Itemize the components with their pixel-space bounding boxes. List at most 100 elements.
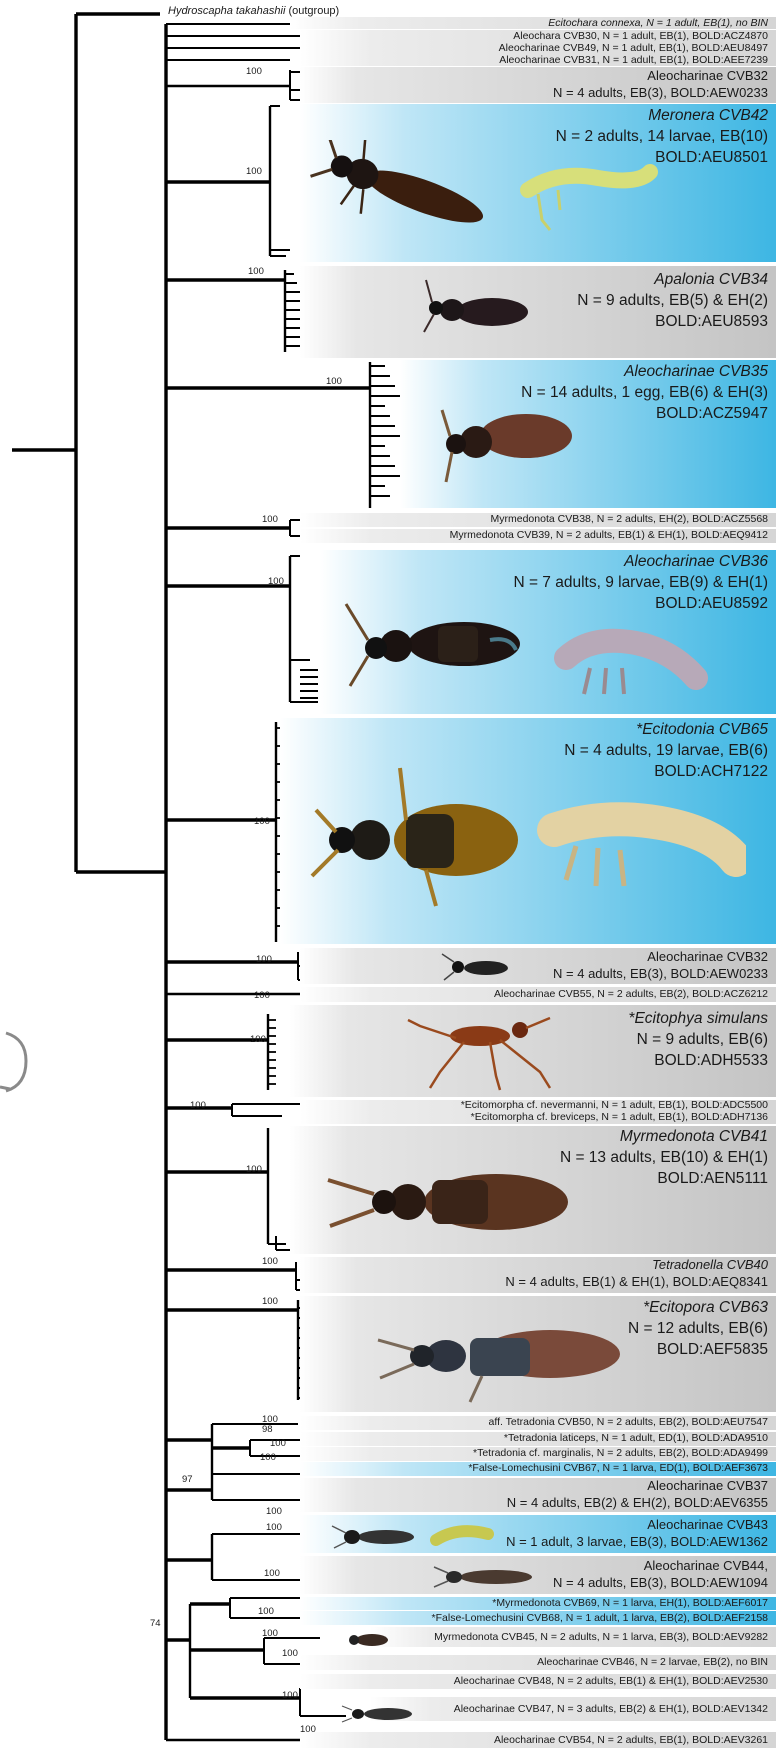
clade-label-cvb32-b-1: Aleocharinae CVB32 (647, 949, 768, 965)
clade-label-cvb37-2: N = 4 adults, EB(2) & EH(2), BOLD:AEV635… (507, 1495, 768, 1511)
bootstrap-support-value: 100 (264, 1568, 280, 1579)
clade-label-cvb32-a-1: Aleocharinae CVB32 (647, 68, 768, 84)
specimen-meronera-adult (306, 140, 496, 236)
specimen-apalonia (422, 272, 542, 340)
bootstrap-support-value: 100 (282, 1648, 298, 1659)
clade-label-cvb44-2: N = 4 adults, EB(3), BOLD:AEW1094 (553, 1575, 768, 1591)
bootstrap-support-value: 100 (250, 1034, 266, 1045)
bootstrap-support-value: 100 (262, 1296, 278, 1307)
clade-label-cvb48: Aleocharinae CVB48, N = 2 adults, EB(1) … (454, 1676, 768, 1687)
outgroup-suffix: (outgroup) (285, 5, 339, 17)
specimen-ecitodonia-larva (536, 790, 746, 900)
specimen-cvb43-adult (330, 1522, 420, 1552)
clade-label-cvb65-2: N = 4 adults, 19 larvae, EB(6) (564, 741, 768, 761)
clade-label-cvb31: Aleocharinae CVB31, N = 1 adult, EB(1), … (499, 55, 768, 66)
specimen-ecitopora (370, 1320, 630, 1406)
clade-label-cvb41-1: Myrmedonota CVB41 (620, 1127, 768, 1147)
bootstrap-support-value: 100 (246, 166, 262, 177)
clade-label-cvb43-2: N = 1 adult, 3 larvae, EB(3), BOLD:AEW13… (506, 1534, 768, 1550)
clade-label-cvb67: *False-Lomechusini CVB67, N = 1 larva, E… (468, 1463, 768, 1474)
clade-label-marginalis: *Tetradonia cf. marginalis, N = 2 adults… (473, 1448, 768, 1459)
clade-label-cvb40-2: N = 4 adults, EB(1) & EH(1), BOLD:AEQ834… (505, 1274, 768, 1290)
clade-label-cvb34-3: BOLD:AEU8593 (655, 312, 768, 332)
clade-label-cvb55: Aleocharinae CVB55, N = 2 adults, EB(2),… (494, 989, 768, 1000)
clade-label-cvb68: *False-Lomechusini CVB68, N = 1 adult, 1… (432, 1613, 768, 1624)
bootstrap-support-value: 100 (246, 66, 262, 77)
specimen-cvb35 (440, 390, 580, 490)
bootstrap-support-value: 100 (262, 1256, 278, 1267)
bootstrap-support-value: 100 (254, 816, 270, 827)
bootstrap-support-value: 100 (266, 1522, 282, 1533)
scale-bar-fragment (0, 1025, 40, 1105)
clade-label-connexa: Ecitochara connexa, N = 1 adult, EB(1), … (548, 18, 768, 29)
clade-label-cvb32-a-2: N = 4 adults, EB(3), BOLD:AEW0233 (553, 85, 768, 101)
clade-label-ecitophya-1: *Ecitophya simulans (628, 1009, 768, 1029)
clade-label-cvb54: Aleocharinae CVB54, N = 2 adults, EB(1),… (494, 1735, 768, 1746)
clade-label-cvb63-3: BOLD:AEF5835 (657, 1340, 768, 1360)
bootstrap-support-value: 100 (300, 1724, 316, 1735)
specimen-meronera-larva (518, 160, 658, 240)
clade-label-breviceps: *Ecitomorpha cf. breviceps, N = 1 adult,… (471, 1112, 768, 1123)
specimen-cvb47 (340, 1704, 420, 1724)
specimen-cvb44 (430, 1565, 540, 1589)
clade-label-cvb35-1: Aleocharinae CVB35 (624, 362, 768, 382)
clade-label-ecitophya-3: BOLD:ADH5533 (654, 1051, 768, 1071)
clade-label-cvb36-3: BOLD:AEU8592 (655, 594, 768, 614)
clade-label-cvb44-1: Aleocharinae CVB44, (644, 1558, 768, 1574)
outgroup-name: Hydroscapha takahashii (168, 5, 285, 17)
bootstrap-support-value: 100 (190, 1100, 206, 1111)
clade-label-cvb39: Myrmedonota CVB39, N = 2 adults, EB(1) &… (450, 530, 768, 541)
bootstrap-support-value: 100 (268, 576, 284, 587)
clade-label-cvb30: Aleochara CVB30, N = 1 adult, EB(1), BOL… (513, 31, 768, 42)
specimen-cvb36-larva (550, 618, 710, 706)
specimen-cvb32 (438, 952, 518, 982)
bootstrap-support-value: 100 (258, 1606, 274, 1617)
specimen-cvb36-adult (340, 596, 540, 696)
clade-label-cvb65-3: BOLD:ACH7122 (654, 762, 768, 782)
bootstrap-support-value: 100 (282, 1690, 298, 1701)
clade-label-cvb50: aff. Tetradonia CVB50, N = 2 adults, EB(… (489, 1417, 768, 1428)
specimen-cvb41 (320, 1150, 580, 1250)
clade-label-cvb38: Myrmedonota CVB38, N = 2 adults, EH(2), … (491, 514, 769, 525)
clade-label-ecitophya-2: N = 9 adults, EB(6) (637, 1030, 768, 1050)
clade-label-cvb35-3: BOLD:ACZ5947 (656, 404, 768, 424)
bootstrap-support-value: 74 (150, 1618, 161, 1629)
clade-label-cvb42-2: N = 2 adults, 14 larvae, EB(10) (556, 127, 768, 147)
clade-label-cvb37-1: Aleocharinae CVB37 (647, 1478, 768, 1494)
bootstrap-support-value: 100 (260, 1452, 276, 1463)
outgroup-label: Hydroscapha takahashii (outgroup) (168, 6, 339, 17)
clade-label-cvb45: Myrmedonota CVB45, N = 2 adults, N = 1 l… (434, 1632, 768, 1643)
bootstrap-support-value: 100 (246, 1164, 262, 1175)
bootstrap-support-value: 100 (326, 376, 342, 387)
clade-label-cvb42-1: Meronera CVB42 (648, 106, 768, 126)
clade-label-cvb32-b-2: N = 4 adults, EB(3), BOLD:AEW0233 (553, 966, 768, 982)
clade-label-cvb47: Aleocharinae CVB47, N = 3 adults, EB(2) … (454, 1704, 768, 1715)
clade-label-cvb63-1: *Ecitopora CVB63 (643, 1298, 768, 1318)
bootstrap-support-value: 100 (270, 1438, 286, 1449)
clade-label-cvb41-2: N = 13 adults, EB(10) & EH(1) (560, 1148, 768, 1168)
clade-label-cvb34-1: Apalonia CVB34 (654, 270, 768, 290)
clade-label-cvb43-1: Aleocharinae CVB43 (647, 1517, 768, 1533)
clade-label-cvb41-3: BOLD:AEN5111 (657, 1169, 768, 1189)
clade-label-cvb36-2: N = 7 adults, 9 larvae, EB(9) & EH(1) (513, 573, 768, 593)
clade-label-cvb49: Aleocharinae CVB49, N = 1 adult, EB(1), … (499, 43, 768, 54)
clade-label-cvb46: Aleocharinae CVB46, N = 2 larvae, EB(2),… (537, 1657, 768, 1668)
bootstrap-support-value: 100 (262, 514, 278, 525)
clade-label-cvb36-1: Aleocharinae CVB36 (624, 552, 768, 572)
specimen-ecitophya (400, 1012, 560, 1092)
bootstrap-support-value: 100 (266, 1506, 282, 1517)
bootstrap-support-value: 100 (254, 990, 270, 1001)
bootstrap-support-value: 100 (256, 954, 272, 965)
bootstrap-support-value: 100 (262, 1628, 278, 1639)
clade-label-cvb65-1: *Ecitodonia CVB65 (636, 720, 768, 740)
specimen-ecitodonia-adult (296, 760, 526, 910)
clade-label-laticeps: *Tetradonia laticeps, N = 1 adult, ED(1)… (504, 1433, 768, 1444)
clade-label-cvb34-2: N = 9 adults, EB(5) & EH(2) (577, 291, 768, 311)
clade-label-cvb40-1: Tetradonella CVB40 (652, 1257, 768, 1273)
specimen-cvb43-larva (428, 1520, 498, 1554)
specimen-cvb45 (344, 1630, 394, 1650)
bootstrap-support-value: 97 (182, 1474, 193, 1485)
clade-label-cvb42-3: BOLD:AEU8501 (655, 148, 768, 168)
clade-label-cvb63-2: N = 12 adults, EB(6) (628, 1319, 768, 1339)
clade-label-cvb69: *Myrmedonota CVB69, N = 1 larva, EH(1), … (492, 1598, 768, 1609)
